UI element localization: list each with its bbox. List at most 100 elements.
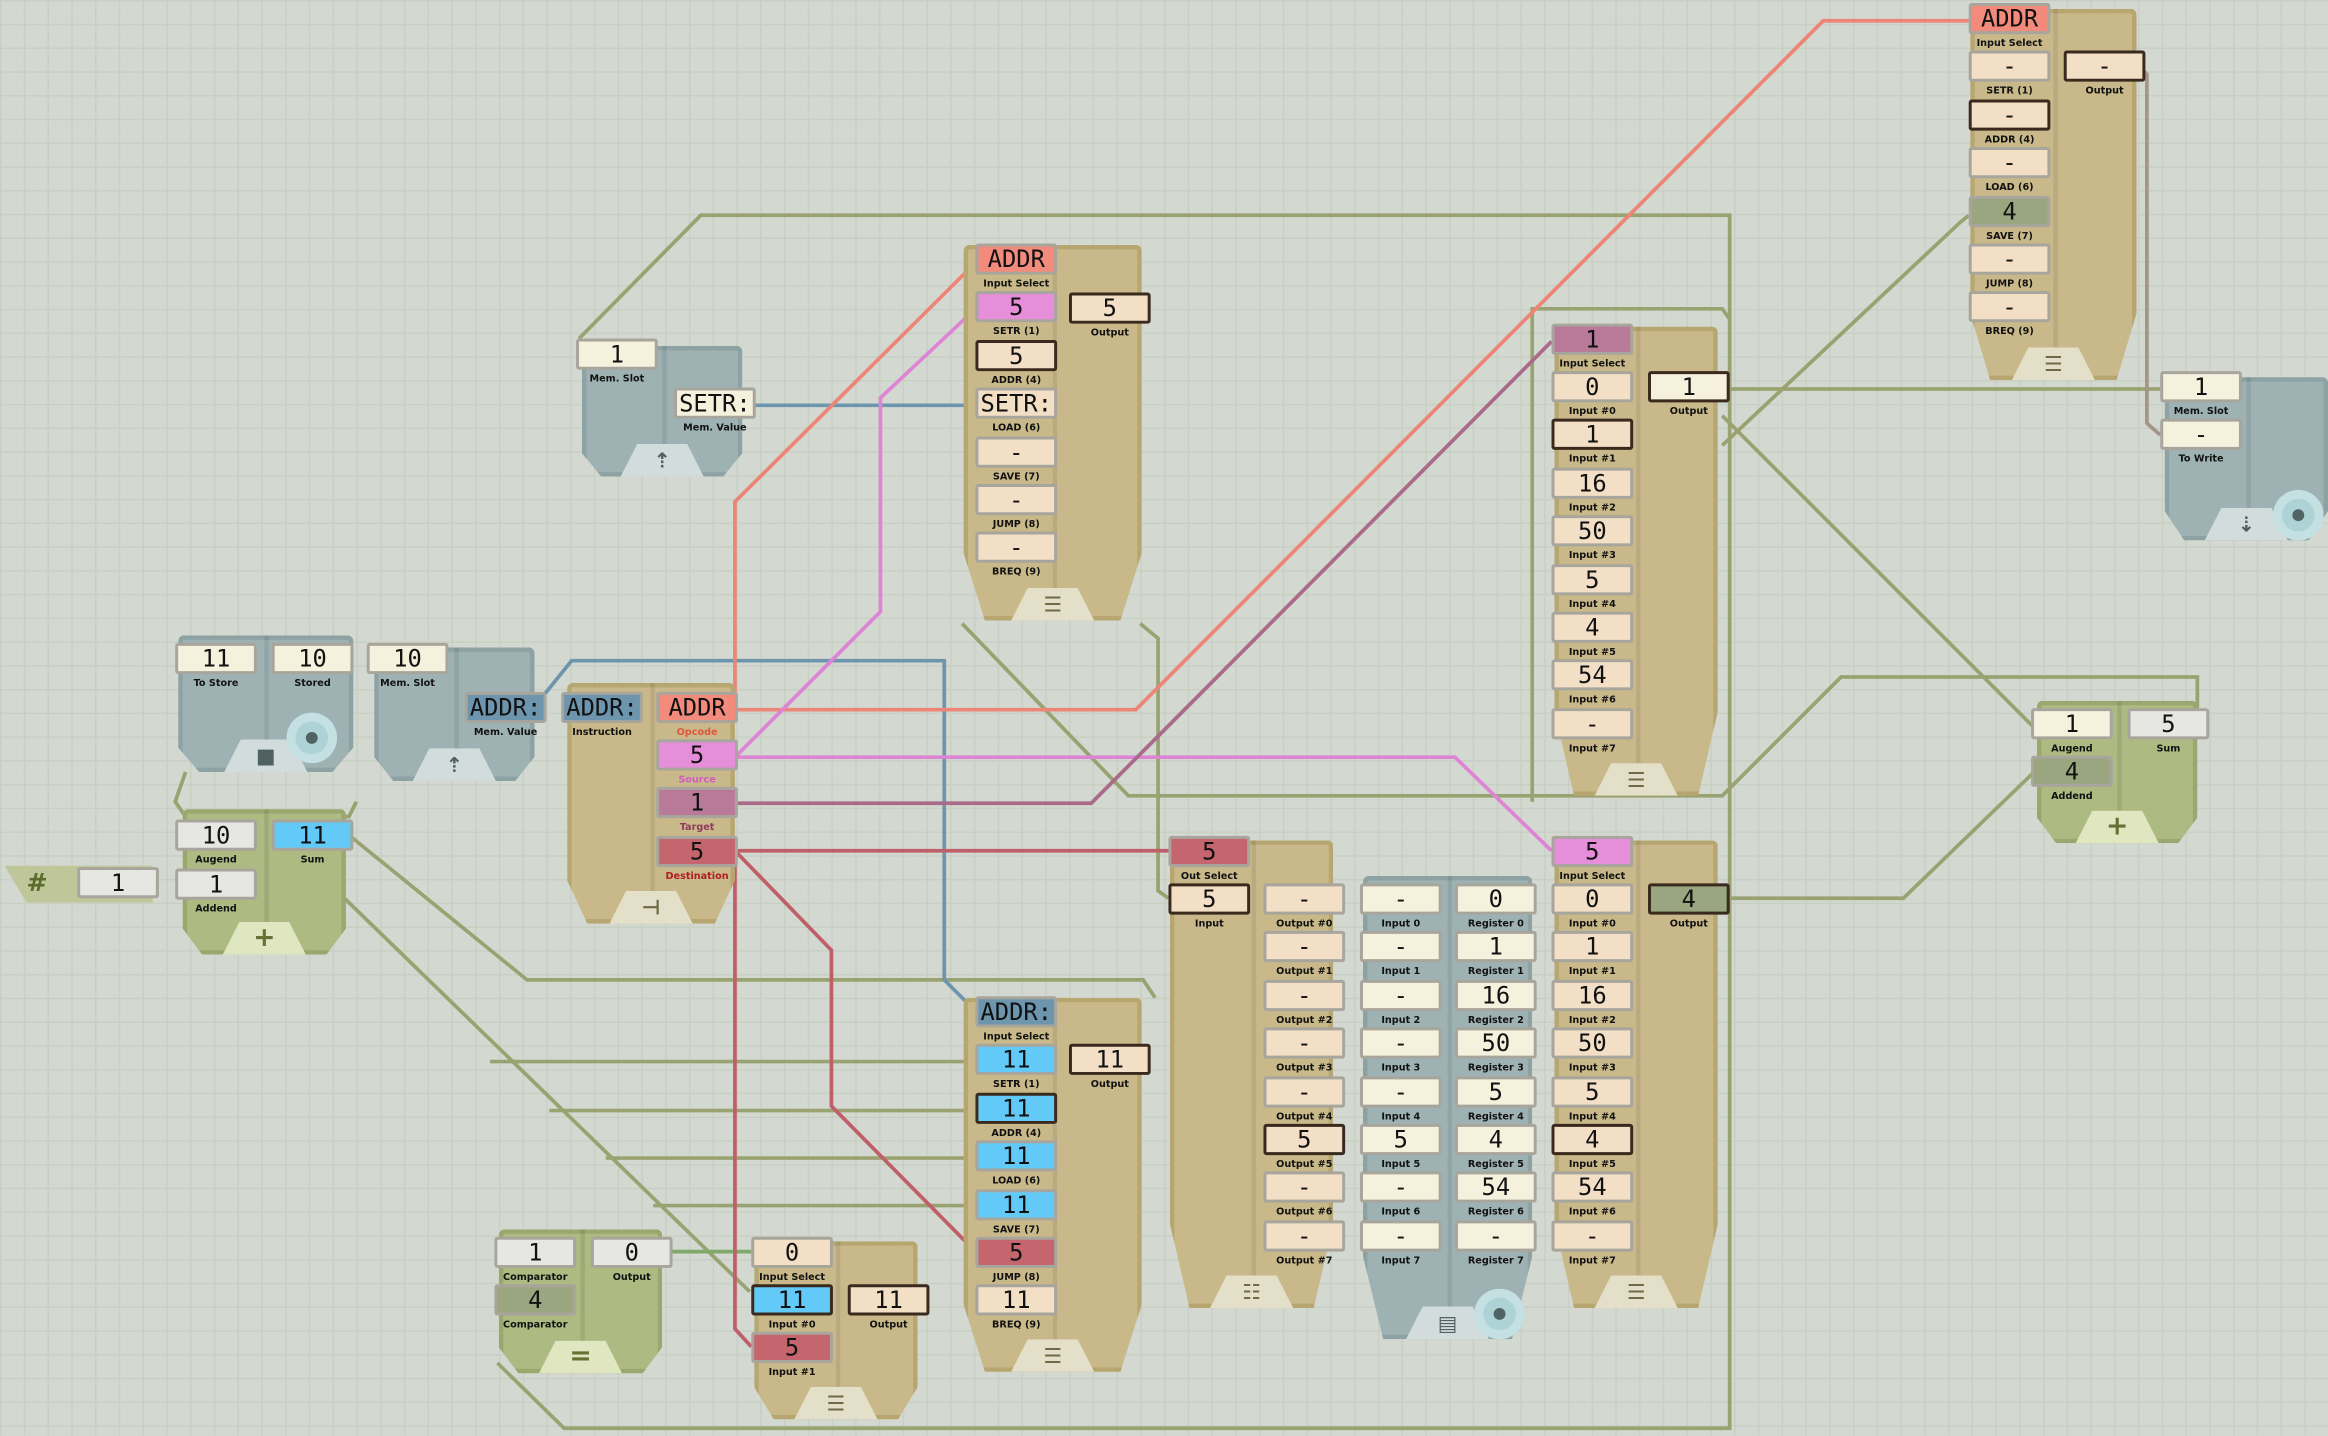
port-register-4[interactable]: 5 [1455, 1075, 1537, 1107]
port-sum[interactable]: 5 [2127, 708, 2210, 740]
port-breq-9[interactable]: - [1968, 291, 2051, 323]
port-output-3[interactable]: - [1263, 1027, 1346, 1059]
port-output[interactable]: 4 [1648, 883, 1730, 915]
port-register-0[interactable]: 0 [1455, 883, 1537, 915]
port-source[interactable]: 5 [656, 739, 738, 771]
port-input-3[interactable]: 50 [1551, 1027, 1634, 1059]
port-mem-slot[interactable]: 10 [366, 642, 449, 675]
port-output[interactable]: 5 [1068, 292, 1151, 324]
port-jump-8[interactable]: - [975, 484, 1058, 516]
port-input-5[interactable]: 4 [1551, 611, 1634, 643]
port-input-1[interactable]: - [1359, 931, 1442, 963]
wire[interactable] [733, 850, 753, 1348]
wire[interactable] [733, 307, 977, 759]
port-input-4[interactable]: 5 [1551, 1075, 1634, 1107]
port-output[interactable]: 0 [590, 1236, 673, 1268]
port-load-6[interactable]: 11 [975, 1140, 1058, 1172]
port-out-select[interactable]: 5 [1168, 835, 1251, 868]
port-input-4[interactable]: 5 [1551, 563, 1634, 595]
port-comparator[interactable]: 4 [494, 1284, 577, 1316]
port-input-3[interactable]: - [1359, 1027, 1442, 1059]
port-to-write[interactable]: - [2160, 418, 2242, 450]
port-input-select[interactable]: ADDR: [975, 996, 1058, 1028]
port-input-select[interactable]: 0 [751, 1236, 833, 1268]
port-destination[interactable]: 5 [656, 835, 738, 868]
port-input-3[interactable]: 50 [1551, 515, 1634, 547]
port-comparator[interactable]: 1 [494, 1236, 577, 1268]
port-input[interactable]: 5 [1168, 883, 1251, 915]
port-input-0[interactable]: 0 [1551, 371, 1634, 403]
port-load-6[interactable]: - [1968, 147, 2051, 179]
port-save-7[interactable]: - [975, 435, 1058, 468]
port-register-2[interactable]: 16 [1455, 979, 1537, 1011]
port-register-5[interactable]: 4 [1455, 1123, 1537, 1156]
port-register-7[interactable]: - [1455, 1220, 1537, 1252]
port-input-0[interactable]: 11 [751, 1284, 833, 1316]
port-augend[interactable]: 10 [175, 819, 257, 851]
port-input-5[interactable]: 4 [1551, 1123, 1634, 1156]
port-breq-9[interactable]: - [975, 532, 1058, 564]
wire[interactable] [2136, 64, 2162, 437]
port-output-6[interactable]: - [1263, 1172, 1346, 1204]
port-input-1[interactable]: 1 [1551, 931, 1634, 963]
port-input-4[interactable]: - [1359, 1075, 1442, 1107]
port-output-4[interactable]: - [1263, 1075, 1346, 1107]
port-sum[interactable]: 11 [271, 819, 354, 851]
port-stored[interactable]: 10 [271, 642, 354, 675]
port-input-select[interactable]: ADDR [975, 243, 1058, 275]
port-input-0[interactable]: - [1359, 883, 1442, 915]
port-input-select[interactable]: 1 [1551, 323, 1634, 355]
port-save-7[interactable]: 4 [1968, 195, 2051, 227]
port-input-1[interactable]: 5 [751, 1331, 833, 1363]
port-opcode[interactable]: ADDR [656, 691, 738, 724]
port-augend[interactable]: 1 [2031, 708, 2113, 740]
wire[interactable] [1722, 770, 2036, 901]
port-output-7[interactable]: - [1263, 1220, 1346, 1252]
constant-value[interactable]: 1 [77, 867, 159, 899]
port-input-2[interactable]: 16 [1551, 979, 1634, 1011]
port-input-6[interactable]: 54 [1551, 659, 1634, 691]
port-addend[interactable]: 1 [175, 868, 257, 900]
port-output-0[interactable]: - [1263, 883, 1346, 915]
port-input-7[interactable]: - [1359, 1220, 1442, 1252]
port-instruction[interactable]: ADDR: [561, 691, 643, 724]
port-input-0[interactable]: 0 [1551, 883, 1634, 915]
port-setr-1[interactable]: 11 [975, 1044, 1058, 1076]
port-input-7[interactable]: - [1551, 1220, 1634, 1252]
port-input-6[interactable]: - [1359, 1172, 1442, 1204]
port-load-6[interactable]: SETR: [975, 387, 1058, 419]
port-input-7[interactable]: - [1551, 707, 1634, 740]
port-output[interactable]: 11 [847, 1284, 930, 1316]
port-register-6[interactable]: 54 [1455, 1172, 1537, 1204]
port-register-1[interactable]: 1 [1455, 931, 1537, 963]
wire[interactable] [1139, 622, 1170, 900]
port-jump-8[interactable]: - [1968, 243, 2051, 275]
wire[interactable] [734, 340, 1553, 806]
port-jump-8[interactable]: 5 [975, 1236, 1058, 1268]
port-output-5[interactable]: 5 [1263, 1123, 1346, 1156]
port-target[interactable]: 1 [656, 786, 738, 819]
port-to-store[interactable]: 11 [175, 642, 257, 675]
port-mem-slot[interactable]: 1 [576, 338, 658, 370]
port-output-1[interactable]: - [1263, 931, 1346, 963]
wire[interactable] [1530, 306, 1732, 802]
port-output-2[interactable]: - [1263, 979, 1346, 1011]
port-register-3[interactable]: 50 [1455, 1027, 1537, 1059]
wire[interactable] [343, 896, 752, 1294]
port-input-2[interactable]: 16 [1551, 467, 1634, 499]
port-addr-4[interactable]: - [1968, 99, 2051, 131]
wire[interactable] [343, 829, 1157, 999]
port-mem-value[interactable]: SETR: [674, 387, 756, 419]
port-addr-4[interactable]: 11 [975, 1092, 1058, 1124]
wire[interactable] [733, 849, 977, 1253]
wire[interactable] [734, 18, 1969, 712]
port-breq-9[interactable]: 11 [975, 1284, 1058, 1317]
port-setr-1[interactable]: - [1968, 51, 2051, 83]
wire[interactable] [1720, 213, 1970, 447]
port-input-5[interactable]: 5 [1359, 1123, 1442, 1156]
port-input-select[interactable]: 5 [1551, 835, 1634, 868]
port-addr-4[interactable]: 5 [975, 339, 1058, 371]
port-output[interactable]: 11 [1068, 1043, 1151, 1075]
port-output[interactable]: - [2063, 50, 2146, 82]
